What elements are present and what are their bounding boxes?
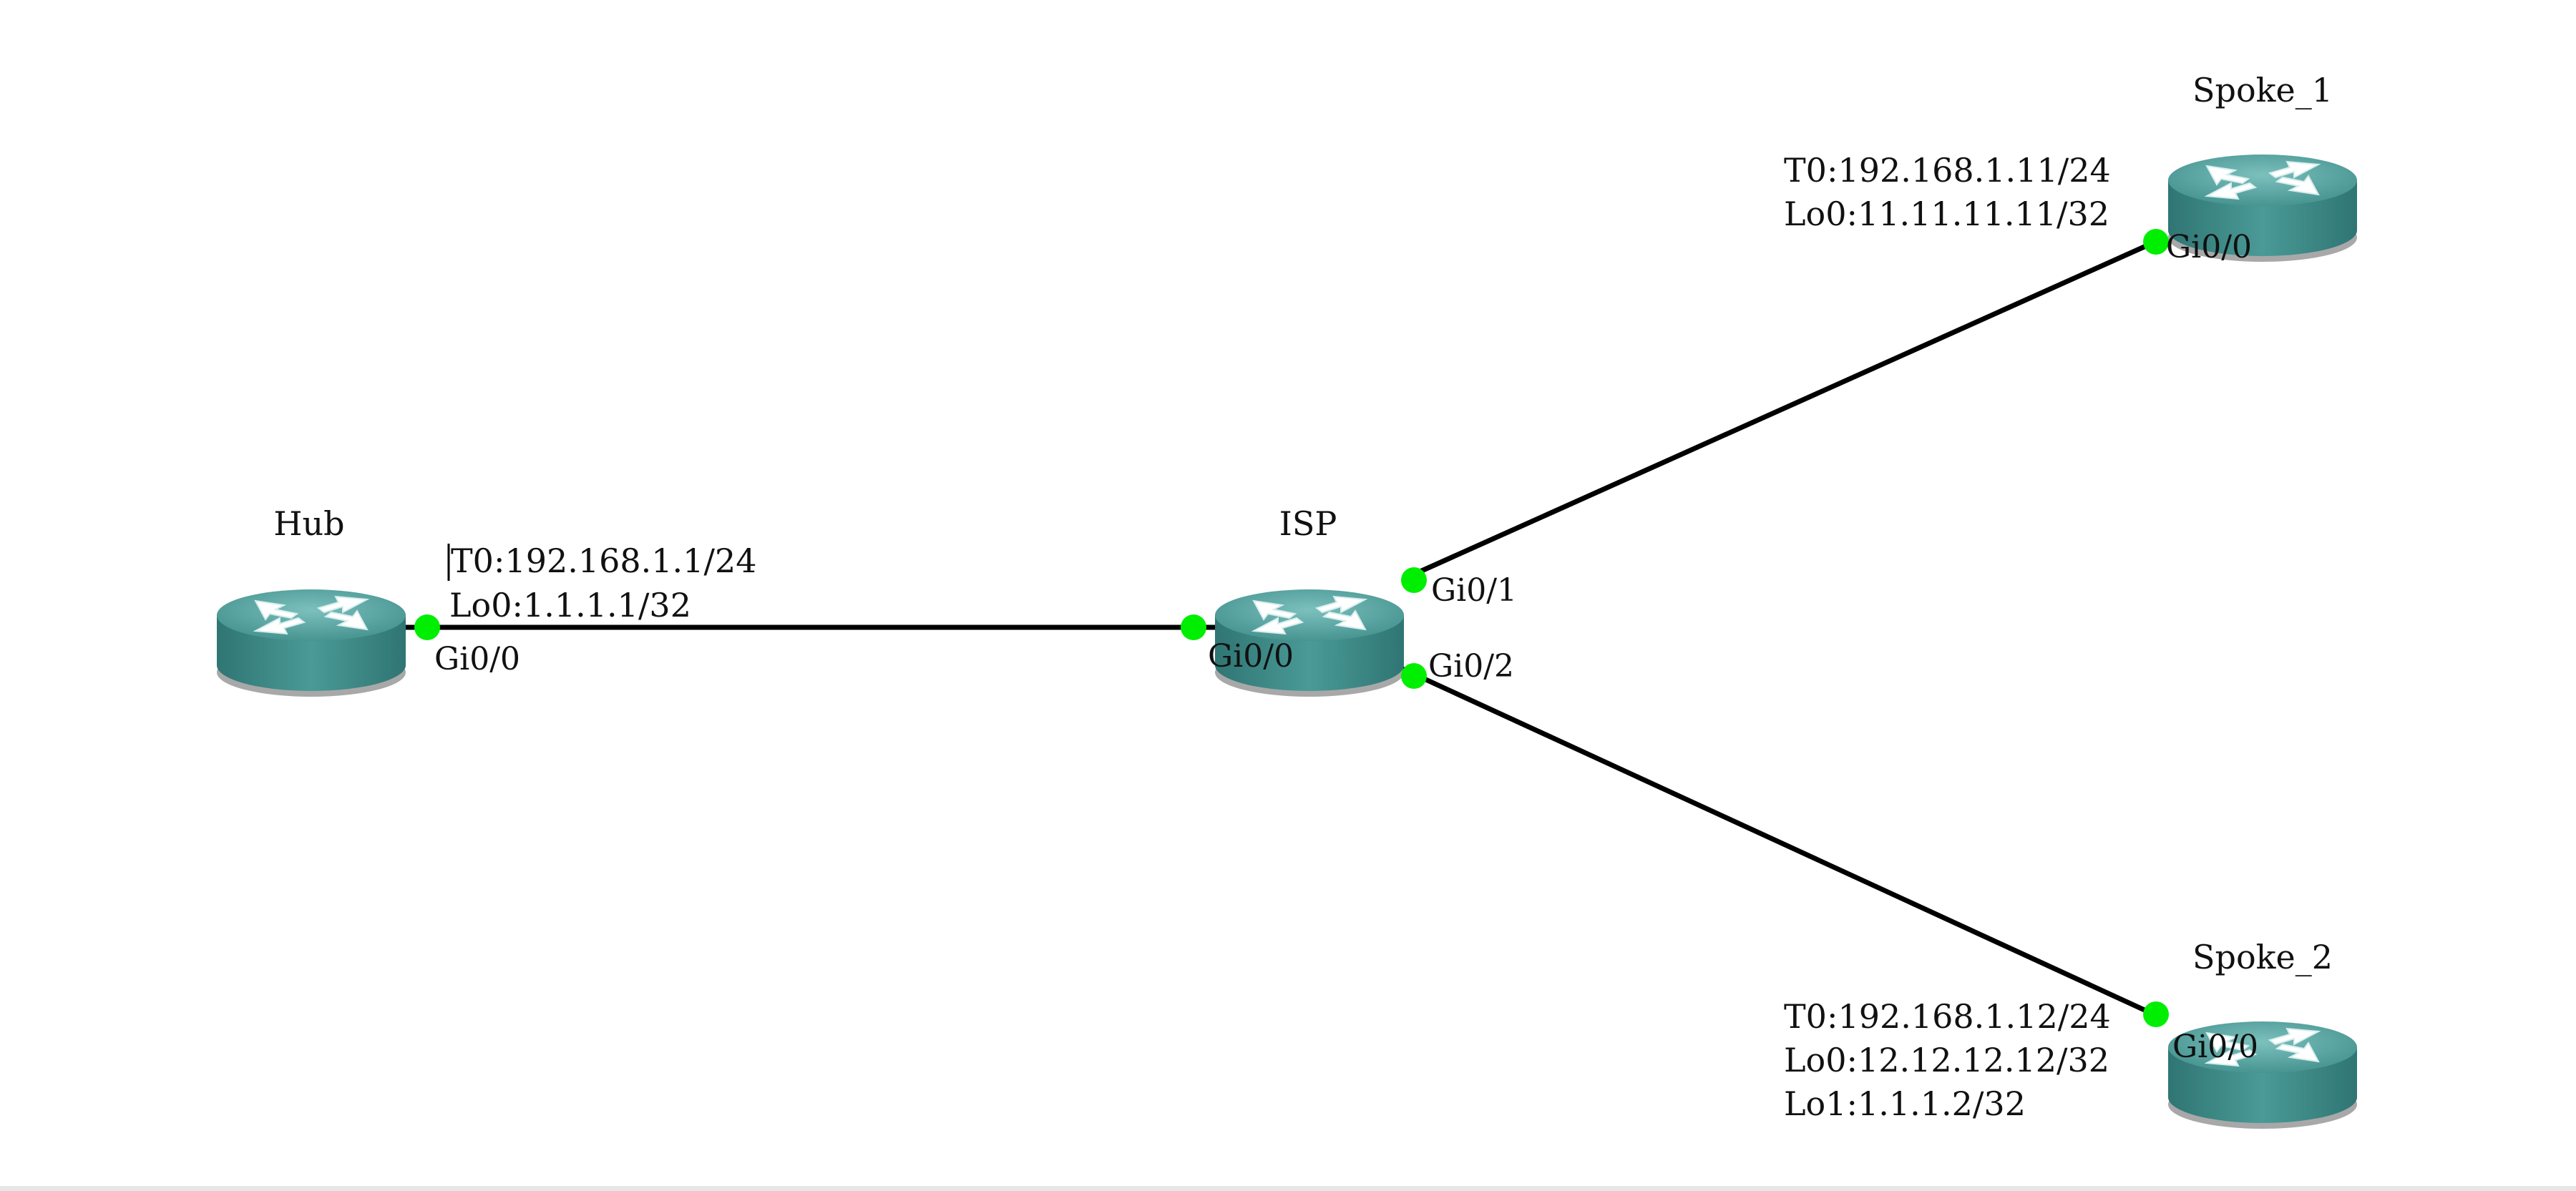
annotation-spoke1[interactable]: T0:192.168.1.11/24 Lo0:11.11.11.11/32	[1784, 151, 2111, 233]
annotation-line: T0:192.168.1.12/24	[1784, 997, 2111, 1036]
port-dots-layer	[414, 229, 2169, 1027]
router-label-hub: Hub	[273, 504, 344, 543]
annotation-line: Lo0:11.11.11.11/32	[1784, 195, 2109, 233]
link-isp-spoke1[interactable]	[1401, 240, 2155, 582]
port-label-spoke1-gi0-0: Gi0/0	[2166, 229, 2252, 265]
port-label-isp-gi0-1: Gi0/1	[1431, 572, 1517, 609]
router-hub[interactable]	[216, 589, 406, 697]
port-dot-isp-gi0-2[interactable]	[1401, 663, 1427, 689]
router-label-spoke1: Spoke_1	[2192, 71, 2333, 109]
annotation-line: Lo0:12.12.12.12/32	[1784, 1041, 2109, 1079]
annotation-line: T0:192.168.1.1/24	[451, 541, 756, 580]
port-dot-isp-gi0-1[interactable]	[1401, 567, 1427, 593]
port-dot-spoke2-gi0-0[interactable]	[2143, 1001, 2169, 1027]
annotation-hub[interactable]: T0:192.168.1.1/24 Lo0:1.1.1.1/32	[447, 541, 756, 624]
annotation-line: Lo1:1.1.1.2/32	[1784, 1084, 2026, 1123]
port-label-spoke2-gi0-0: Gi0/0	[2172, 1029, 2258, 1065]
link-isp-spoke2[interactable]	[1401, 666, 2155, 1017]
annotation-spoke2[interactable]: T0:192.168.1.12/24 Lo0:12.12.12.12/32 Lo…	[1784, 997, 2111, 1123]
port-label-isp-gi0-2: Gi0/2	[1428, 648, 1514, 685]
bottom-border	[0, 1186, 2576, 1191]
port-dot-spoke1-gi0-0[interactable]	[2143, 229, 2169, 255]
port-dot-hub-gi0-0[interactable]	[414, 614, 440, 640]
router-label-isp: ISP	[1279, 504, 1337, 543]
router-label-spoke2: Spoke_2	[2192, 938, 2333, 976]
annotation-line: T0:192.168.1.11/24	[1784, 151, 2111, 190]
router-icon	[216, 589, 406, 697]
links-layer	[404, 240, 2155, 1017]
annotation-line: Lo0:1.1.1.1/32	[449, 586, 691, 624]
port-label-isp-gi0-0: Gi0/0	[1208, 638, 1294, 675]
port-label-hub-gi0-0: Gi0/0	[434, 641, 520, 677]
port-dot-isp-gi0-0[interactable]	[1181, 614, 1206, 640]
